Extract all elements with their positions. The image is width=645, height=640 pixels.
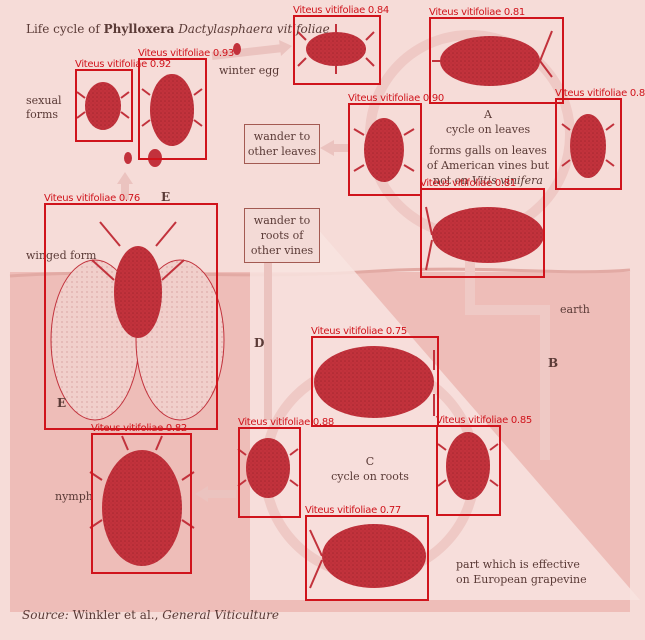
text-cycle-on-leaves: cycle on leaves (445, 123, 531, 136)
detection-tag: Viteus vitifoliae 0.88 (238, 417, 334, 428)
label-wander-roots: wander to roots of other vines (244, 208, 320, 263)
detection-tag: Viteus vitifoliae 0.8 (555, 88, 645, 99)
detection-box: Viteus vitifoliae 0.90 (348, 93, 444, 196)
caption-leaf-cycle: A cycle on leaves forms galls on leaves … (418, 107, 558, 188)
sexual-egg-small (124, 152, 132, 164)
detection-box: Viteus vitifoliae 0.93 (138, 48, 234, 160)
connector-b (465, 235, 550, 460)
arrow-winter-egg (211, 44, 284, 60)
insect-leaf-cycle-bottom (425, 206, 544, 271)
letter-e-top: E (161, 190, 171, 204)
detection-box: Viteus vitifoliae 0.81 (429, 7, 564, 104)
text-effective-2: on European grapevine (456, 573, 587, 586)
insect-top-center (297, 24, 375, 74)
letter-a: A (484, 108, 492, 121)
detection-box: Viteus vitifoliae 0.92 (75, 59, 171, 142)
insect-root-right (437, 432, 499, 500)
detection-tag: Viteus vitifoliae 0.81 (420, 178, 516, 189)
detection-tag: Viteus vitifoliae 0.75 (311, 326, 407, 337)
letter-b: B (548, 356, 559, 370)
label-winter-egg: winter egg (219, 64, 280, 77)
detection-box: Viteus vitifoliae 0.84 (293, 5, 389, 85)
figure-title: Life cycle of Phylloxera Dactylasphaera … (26, 22, 330, 36)
detection-box: Viteus vitifoliae 0.75 (311, 326, 439, 427)
insect-root-left (237, 438, 299, 498)
insect-root-bottom (309, 524, 426, 589)
detection-tag: Viteus vitifoliae 0.82 (91, 423, 187, 434)
insect-nymph (89, 435, 195, 566)
insect-sexual-large (141, 74, 203, 146)
detection-tag: Viteus vitifoliae 0.77 (305, 505, 401, 516)
caption-root-cycle: C cycle on roots (320, 454, 420, 484)
letter-c: C (365, 455, 375, 468)
insect-root-top (314, 346, 435, 418)
detection-tag: Viteus vitifoliae 0.85 (436, 415, 532, 426)
detection-tag: Viteus vitifoliae 0.93 (138, 48, 234, 59)
insect-right-edge (561, 114, 615, 178)
detection-tag: Viteus vitifoliae 0.90 (348, 93, 444, 104)
label-winged-form: winged form (26, 249, 97, 262)
detection-box: Viteus vitifoliae 0.76 (44, 193, 218, 430)
detection-box: Viteus vitifoliae 0.82 (91, 423, 192, 574)
text-effective-1: part which is effective (456, 558, 580, 571)
label-sexual-forms: sexual forms (26, 94, 62, 121)
insect-top-right (432, 30, 553, 86)
insect-leaf-cycle-left (353, 118, 415, 182)
vine-trunk (250, 220, 640, 600)
detection-box: Viteus vitifoliae 0.88 (238, 417, 334, 518)
text-galls-1: forms galls on leaves (429, 144, 547, 157)
text-galls-2: of American vines but (426, 159, 550, 172)
detection-box: Viteus vitifoliae 0.8 (555, 88, 645, 190)
detection-box: Viteus vitifoliae 0.85 (436, 415, 532, 516)
text-cycle-on-roots: cycle on roots (331, 470, 409, 483)
winter-egg (233, 43, 241, 55)
detection-tag: Viteus vitifoliae 0.84 (293, 5, 389, 16)
label-nymph: nymph (55, 490, 93, 503)
label-wander-leaves: wander to other leaves (244, 124, 320, 164)
detection-tag: Viteus vitifoliae 0.92 (75, 59, 171, 70)
detection-tag: Viteus vitifoliae 0.81 (429, 7, 525, 18)
insect-winged-form (50, 221, 225, 421)
label-earth: earth (560, 303, 590, 316)
insect-sexual-small (76, 82, 130, 130)
text-galls-3: not on Vitis vinifera (433, 174, 543, 187)
detection-box: Viteus vitifoliae 0.81 (420, 178, 545, 278)
figure-source: Source: Winkler et al., General Viticult… (22, 608, 279, 622)
detection-box: Viteus vitifoliae 0.77 (305, 505, 429, 601)
detection-tag: Viteus vitifoliae 0.76 (44, 193, 140, 204)
letter-d: D (254, 336, 265, 350)
letter-e-wing: E (57, 396, 67, 410)
